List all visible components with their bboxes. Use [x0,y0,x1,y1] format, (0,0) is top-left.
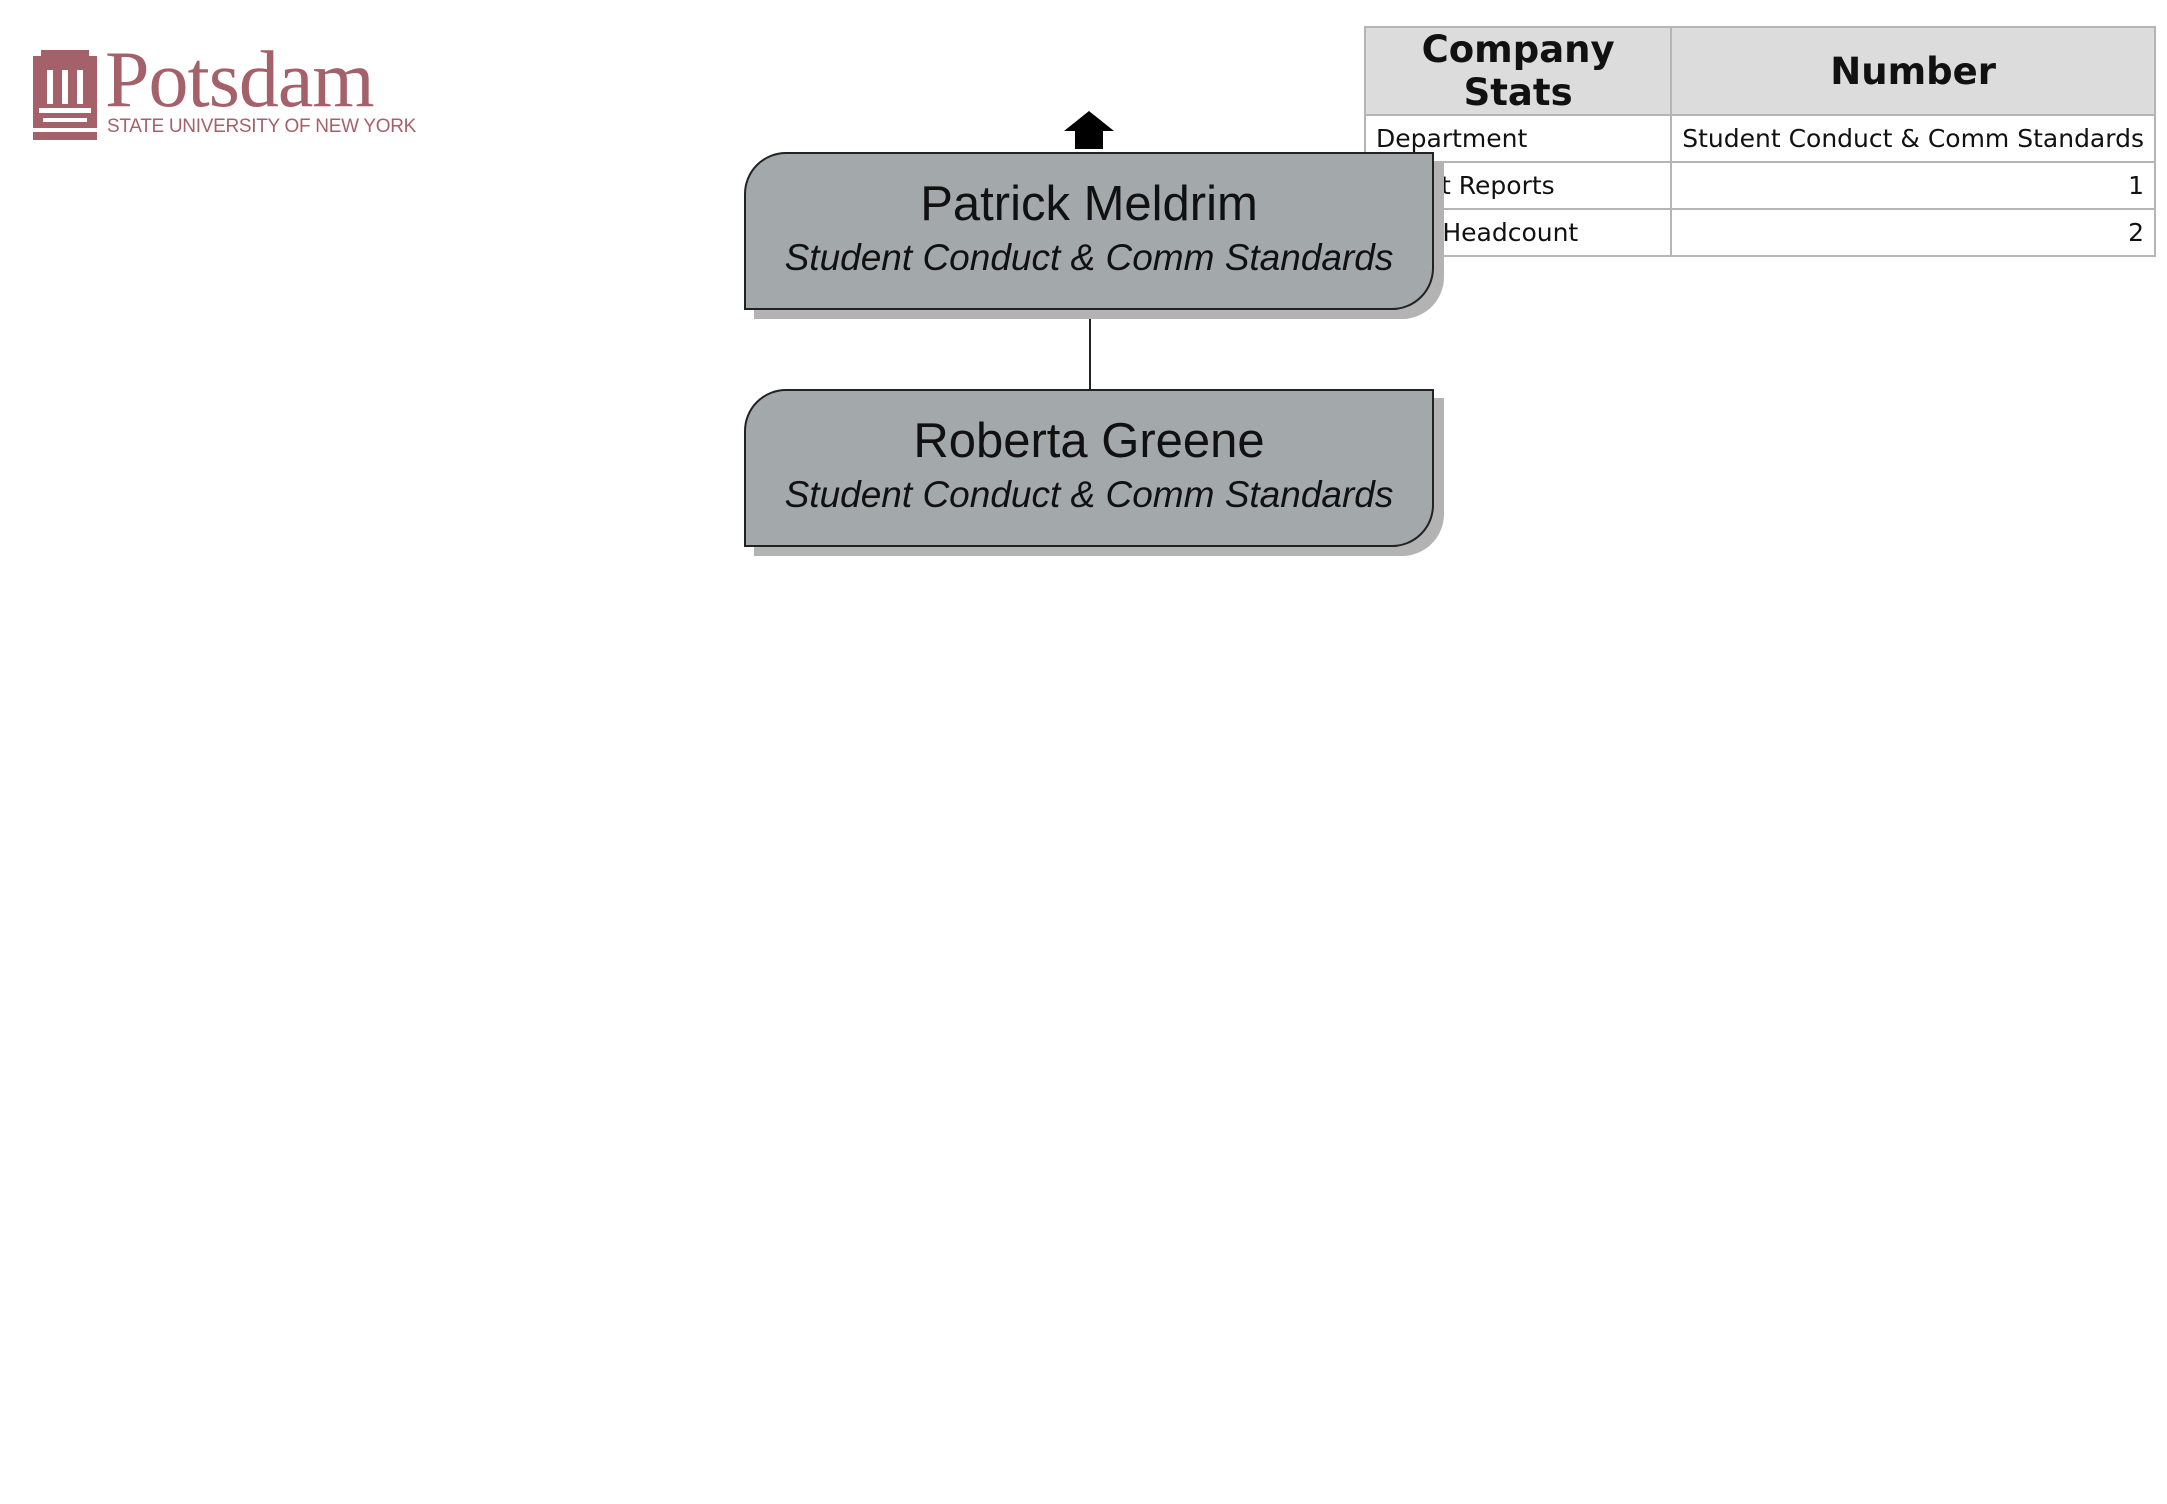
table-row: Total Headcount 2 [1363,208,2156,257]
potsdam-logo: Potsdam STATE UNIVERSITY OF NEW YORK [33,36,416,140]
logo-subtitle: STATE UNIVERSITY OF NEW YORK [107,116,417,137]
node-name: Roberta Greene [913,414,1265,468]
stat-label: Department [1363,114,1673,163]
column-header-number: Number [1670,26,2156,116]
building-icon [33,50,97,140]
node-department: Student Conduct & Comm Standards [784,474,1394,515]
stat-value: Student Conduct & Comm Standards [1670,114,2156,163]
org-node-report[interactable]: Roberta Greene Student Conduct & Comm St… [744,389,1444,556]
node-department: Student Conduct & Comm Standards [784,237,1394,278]
up-arrow-icon[interactable] [1064,111,1114,149]
table-row: Department Student Conduct & Comm Standa… [1363,114,2156,163]
stat-value: 2 [1670,208,2156,257]
node-box: Roberta Greene Student Conduct & Comm St… [744,389,1434,547]
node-box: Patrick Meldrim Student Conduct & Comm S… [744,152,1434,310]
org-node-manager[interactable]: Patrick Meldrim Student Conduct & Comm S… [744,152,1444,319]
table-header-row: Company Stats Number [1363,26,2156,116]
company-stats-table: Company Stats Number Department Student … [1363,26,2156,257]
org-connector-line [1089,315,1091,389]
table-row: Direct Reports 1 [1363,161,2156,210]
node-name: Patrick Meldrim [920,177,1258,231]
column-header-company-stats: Company Stats [1363,26,1673,116]
logo-wordmark: Potsdam [105,36,375,124]
stat-value: 1 [1670,161,2156,210]
